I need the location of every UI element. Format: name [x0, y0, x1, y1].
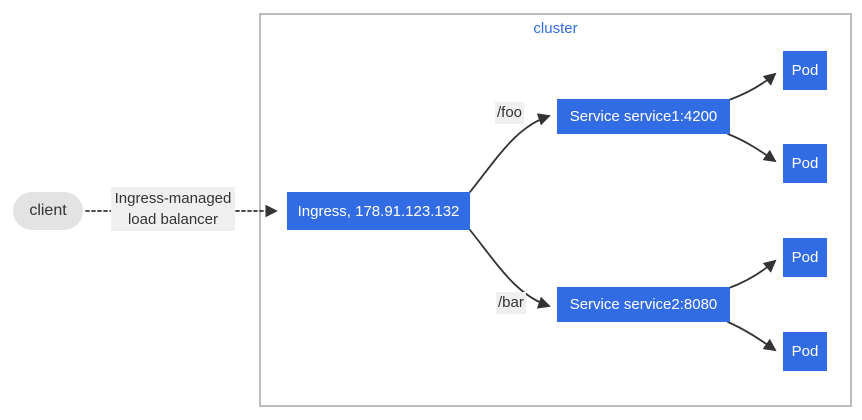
pod-node-2: Pod	[783, 144, 827, 183]
edge-service2-to-pod3	[728, 259, 777, 289]
cluster-boundary: cluster	[259, 13, 852, 407]
pod-node-4: Pod	[783, 332, 827, 371]
load-balancer-label-line1: Ingress-managed	[114, 190, 232, 207]
ingress-node: Ingress, 178.91.123.132	[287, 192, 470, 230]
edge-service1-to-pod1	[728, 72, 777, 101]
route-foo-label: /foo	[495, 102, 525, 124]
edge-ingress-to-service1	[469, 113, 551, 193]
pod1-label: Pod	[791, 62, 819, 79]
edge-service2-to-pod4	[727, 321, 777, 352]
pod3-label: Pod	[791, 249, 819, 266]
service1-label: Service service1:4200	[569, 108, 718, 125]
service2-label: Service service2:8080	[569, 296, 718, 313]
pod-node-3: Pod	[783, 238, 827, 277]
pod2-label: Pod	[791, 155, 819, 172]
service1-node: Service service1:4200	[557, 99, 730, 134]
load-balancer-label-line2: load balancer	[127, 211, 219, 228]
client-node: client	[13, 192, 83, 230]
load-balancer-edge-label: Ingress-managed load balancer	[111, 187, 235, 231]
service2-node: Service service2:8080	[557, 287, 730, 322]
route-bar-label: /bar	[496, 292, 526, 314]
edge-service1-to-pod2	[727, 133, 777, 163]
client-label: client	[29, 202, 67, 219]
pod-node-1: Pod	[783, 51, 827, 90]
cluster-label: cluster	[533, 20, 578, 37]
pod4-label: Pod	[791, 343, 819, 360]
ingress-label: Ingress, 178.91.123.132	[297, 202, 460, 220]
edge-ingress-to-service2	[469, 229, 551, 309]
